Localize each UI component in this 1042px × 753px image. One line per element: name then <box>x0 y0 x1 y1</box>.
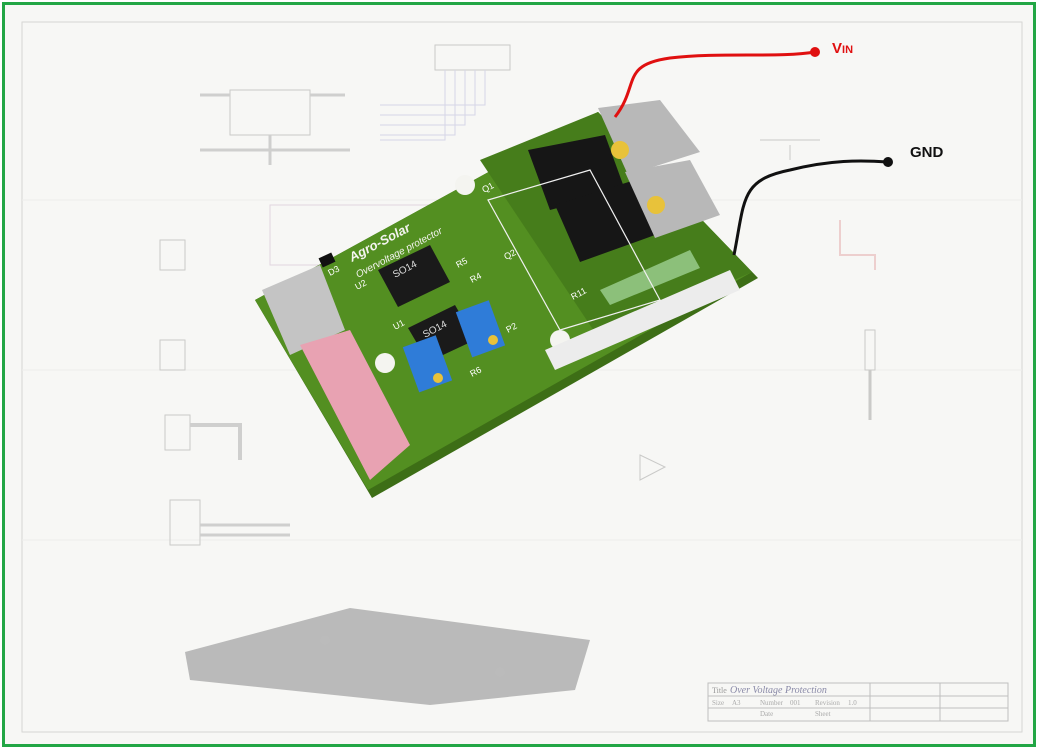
vin-label-sub: IN <box>842 44 854 56</box>
tb-date-label: Date <box>760 710 773 718</box>
board-shadow <box>185 608 590 705</box>
label-u1: U1 <box>391 318 406 332</box>
tb-revision: 1.0 <box>848 699 857 707</box>
label-q2: Q2 <box>502 247 517 261</box>
label-r5: R5 <box>454 256 469 270</box>
vin-terminal <box>810 47 820 57</box>
gnd-wire <box>732 159 889 256</box>
label-u2: U2 <box>353 278 368 292</box>
gnd-label: GND <box>910 144 944 161</box>
vin-label: VIN <box>832 40 853 57</box>
vin-wire <box>613 50 816 118</box>
pcb-board <box>255 100 758 498</box>
label-d3: D3 <box>326 264 341 278</box>
tb-number-label: Number <box>760 699 784 707</box>
gnd-terminal <box>883 157 893 167</box>
label-q1: Q1 <box>480 180 495 194</box>
tb-size-label: Size <box>712 699 724 707</box>
tb-revision-label: Revision <box>815 699 840 707</box>
label-r4: R4 <box>468 271 483 285</box>
title-block <box>707 682 1009 722</box>
label-r6: R6 <box>468 365 483 379</box>
vin-label-main: V <box>832 40 843 57</box>
tb-size: A3 <box>732 699 741 707</box>
tb-sheet-label: Sheet <box>815 710 831 718</box>
tb-number: 001 <box>790 699 801 707</box>
schematic-background <box>21 21 1023 733</box>
tb-title-label: Title <box>712 686 727 695</box>
tb-title: Over Voltage Protection <box>730 685 827 696</box>
label-p2: P2 <box>504 321 518 335</box>
